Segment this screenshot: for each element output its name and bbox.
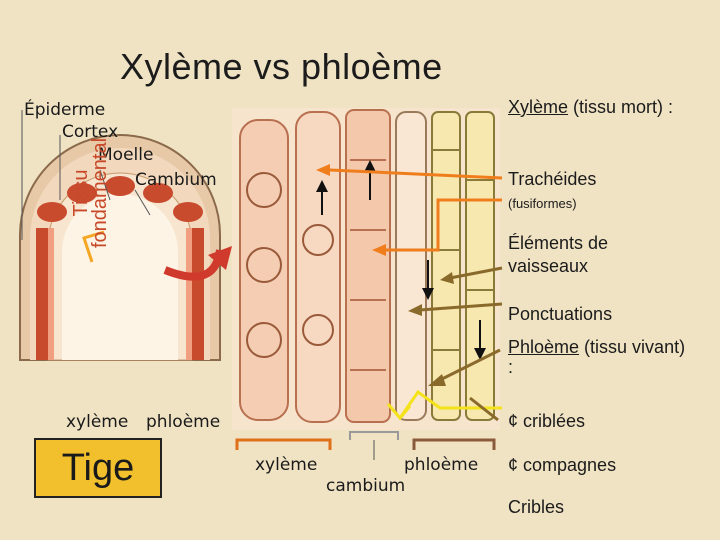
label-criblees: ¢ criblées [508, 411, 586, 431]
label-xyleme-small: xylème [66, 412, 129, 432]
pointer-arrows [316, 164, 503, 422]
label-compagnes: ¢ compagnes [508, 455, 617, 475]
label-moelle: Moelle [98, 145, 154, 165]
phloeme-heading-word: Phloème [508, 337, 580, 357]
phloeme-heading: Phloème (tissu vivant) : [508, 337, 688, 378]
xyleme-heading-rest: (tissu mort) : [568, 97, 674, 117]
label-cambium: Cambium [135, 170, 217, 190]
label-elements-vaisseaux: Éléments de vaisseaux [508, 233, 609, 276]
xyleme-heading-word: Xylème [508, 97, 569, 117]
label-epiderme: Épiderme [24, 100, 106, 120]
label-phloeme-bottom: phloème [404, 455, 479, 475]
label-fusiformes: (fusiformes) [508, 196, 577, 211]
brackets [235, 431, 496, 460]
stem-cross-section [19, 110, 232, 361]
label-tissu-fondamental: Tissu fondamental [70, 137, 111, 249]
slide-title: Xylème vs phloème [120, 46, 443, 87]
label-tracheides: Trachéides [508, 169, 597, 189]
label-phloeme-small: phloème [146, 412, 221, 432]
label-xyleme-bottom: xylème [255, 455, 318, 475]
phloeme-heading-rest: (tissu vivant) : [508, 337, 686, 377]
label-cribles: Cribles [508, 497, 565, 517]
label-cortex: Cortex [62, 122, 119, 142]
vascular-tissue-longitudinal [232, 108, 500, 430]
xyleme-heading: Xylème (tissu mort) : [508, 97, 708, 118]
label-cambium-bottom: cambium [326, 476, 406, 496]
label-ponctuations: Ponctuations [508, 304, 613, 324]
tige-box: Tige [34, 438, 162, 498]
